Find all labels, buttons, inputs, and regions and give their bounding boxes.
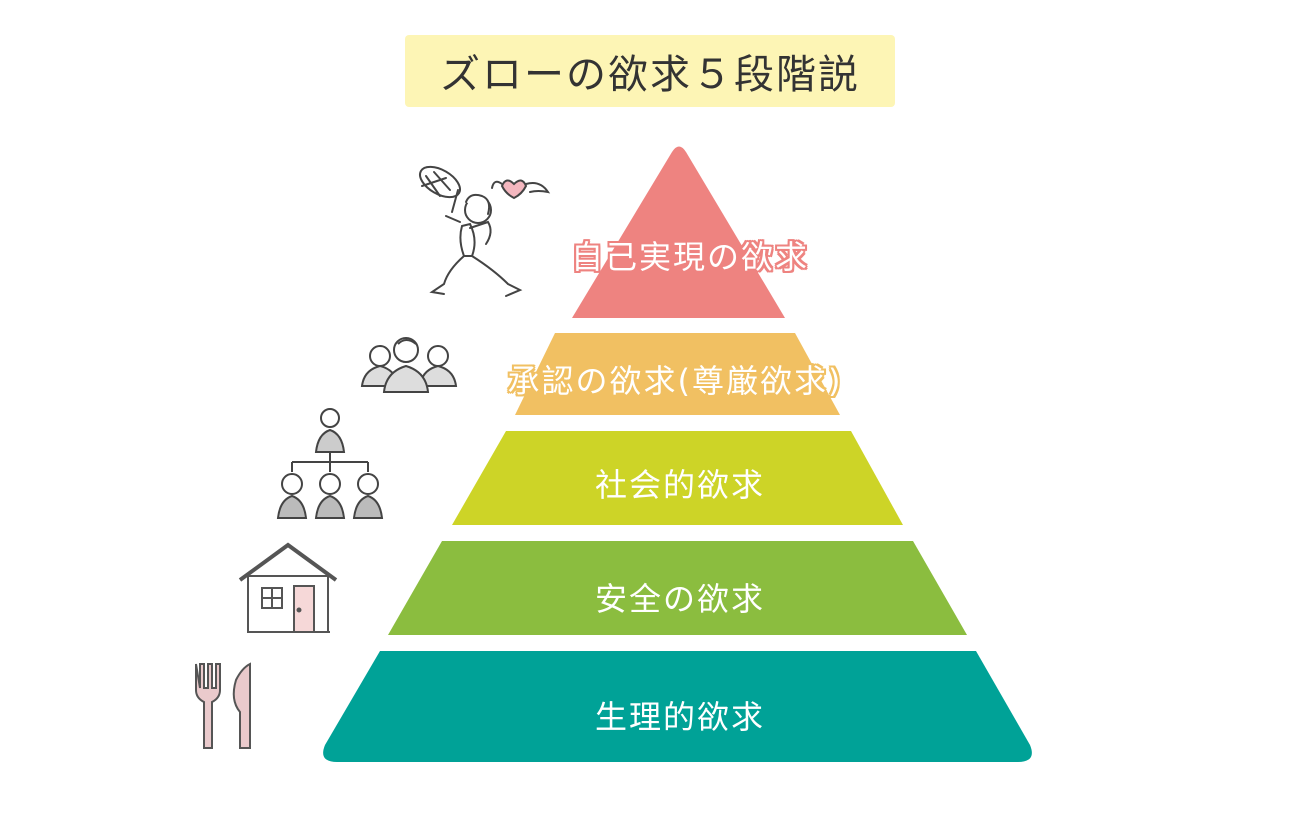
group-people-icon (360, 337, 458, 393)
level-label-safety: 安全の欲求 (594, 580, 765, 618)
pyramid-level-safety (388, 541, 967, 635)
butterfly-net-person-icon (419, 165, 551, 297)
pyramid-level-physiological (323, 651, 1032, 762)
pyramid-level-self-actualization (572, 146, 785, 318)
fork-knife-icon (195, 662, 251, 749)
org-chart-icon (276, 408, 384, 519)
level-label-esteem: 承認の欲求(尊厳欲求) (507, 362, 843, 400)
level-label-self-actualization: 自己実現の欲求 (570, 238, 809, 276)
pyramid-level-social (452, 431, 903, 525)
title-banner: ズローの欲求５段階説 (405, 35, 895, 107)
pyramid-level-esteem (515, 333, 840, 415)
level-label-social: 社会的欲求 (594, 466, 765, 504)
page-title: ズローの欲求５段階説 (440, 52, 860, 98)
house-icon (238, 542, 338, 633)
level-label-physiological: 生理的欲求 (594, 698, 765, 736)
